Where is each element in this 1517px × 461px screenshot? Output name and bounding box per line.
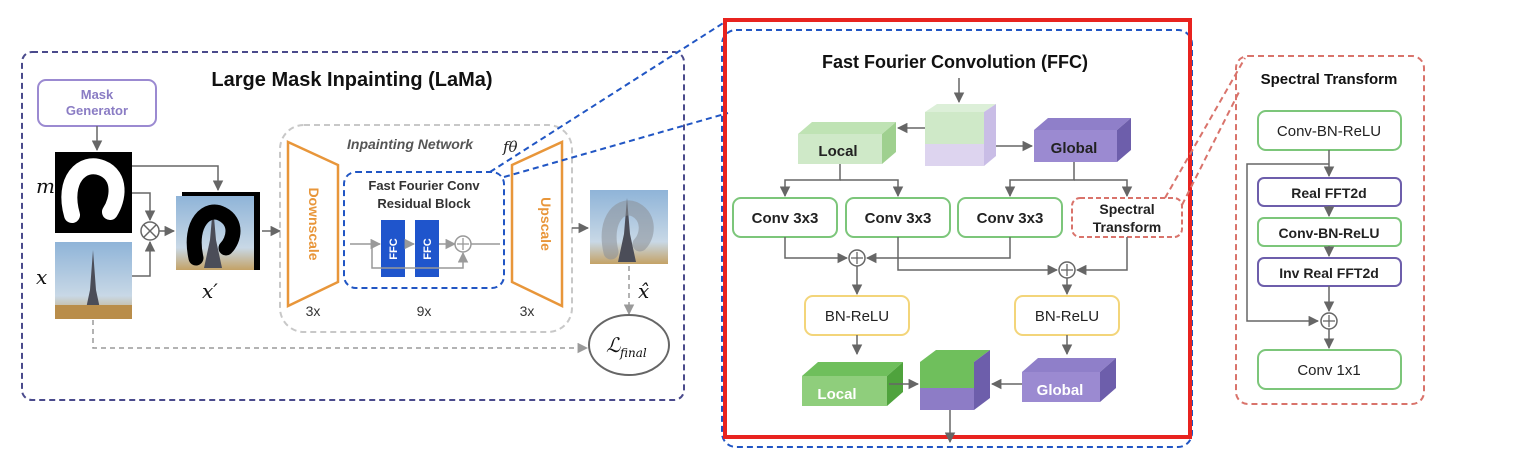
output-image	[590, 190, 668, 264]
upscale-block: Upscale	[510, 140, 564, 308]
mask-generator-label-1: Mask	[81, 87, 114, 102]
local-fanout-right	[840, 179, 904, 198]
spectral-inv-real-fft2d: Inv Real FFT2d	[1257, 257, 1402, 287]
local-fanout-left	[779, 164, 841, 198]
spectral-real-fft2d: Real FFT2d	[1257, 177, 1402, 207]
conv3-label: Conv 3x3	[977, 210, 1044, 227]
bn-relu-left-label: BN-ReLU	[825, 308, 889, 325]
count-downscale: 3x	[306, 303, 321, 319]
count-upscale: 3x	[520, 303, 535, 319]
ffc-block-label-1: Fast Fourier Conv	[368, 178, 480, 193]
arrow-mask-to-multiply	[132, 192, 156, 222]
multiply-node	[140, 221, 160, 241]
conv3-to-sum-local	[865, 237, 1011, 264]
ffc-panel-blue-border	[721, 29, 1193, 448]
conv-3x3-global-local: Conv 3x3	[957, 197, 1063, 238]
zoom-line-lower	[503, 112, 729, 178]
loss-symbol: ℒ	[606, 333, 621, 357]
arrow-x-to-multiply	[132, 240, 156, 277]
spectral-to-sum-global	[1075, 237, 1128, 276]
masked-image-xprime	[176, 192, 260, 270]
downscale-block: Downscale	[286, 140, 340, 308]
local-output-label: Local	[817, 386, 856, 403]
local-input-label: Local	[818, 143, 857, 160]
zoom-line-upper	[489, 19, 729, 173]
inpainting-network-label: Inpainting Network	[347, 136, 474, 152]
spectral-conv-bn-relu-2: Conv-BN-ReLU	[1257, 217, 1402, 247]
ffc-title: Fast Fourier Convolution (FFC)	[822, 52, 1088, 72]
global-fanout-right	[1074, 179, 1133, 198]
local-input-tensor: Local	[798, 122, 896, 164]
input-image-x	[55, 242, 132, 319]
global-input-label: Global	[1051, 140, 1098, 157]
ffc-unit-1-label: FFC	[388, 238, 400, 259]
var-xhat: x̂	[638, 279, 649, 303]
spectral-cbr1-label: Conv-BN-ReLU	[1277, 123, 1381, 140]
spectral-panel-border	[1235, 55, 1425, 405]
global-output-label: Global	[1037, 382, 1084, 399]
spectral-conv1x1-label: Conv 1x1	[1297, 362, 1360, 379]
spectral-title: Spectral Transform	[1261, 71, 1398, 88]
ffc-sum-node-local	[848, 249, 866, 267]
ffc-block-label-2: Residual Block	[377, 196, 471, 211]
upscale-label: Upscale	[538, 197, 554, 251]
loss-final-node: ℒ final	[588, 314, 670, 376]
conv1-to-sum-local	[784, 237, 849, 264]
lama-title: Large Mask Inpainting (LaMa)	[211, 69, 492, 91]
var-x: x	[36, 265, 47, 289]
mask-generator-box: Mask Generator	[37, 79, 157, 127]
spectral-fft-label: Real FFT2d	[1291, 185, 1366, 201]
conv1-label: Conv 3x3	[752, 210, 819, 227]
ffc-panel-highlight-box	[723, 18, 1192, 439]
ffc-residual-block-border	[343, 171, 505, 289]
global-output-tensor: Global	[1022, 358, 1116, 402]
local-output-tensor: Local	[802, 362, 903, 406]
conv-3x3-local-local: Conv 3x3	[732, 197, 838, 238]
spectral-sum-node	[1320, 312, 1338, 330]
conv2-label: Conv 3x3	[865, 210, 932, 227]
bn-relu-local: BN-ReLU	[804, 295, 910, 336]
bn-relu-right-label: BN-ReLU	[1035, 308, 1099, 325]
ffc-input-tensor	[925, 104, 996, 166]
spectral-cbr2-label: Conv-BN-ReLU	[1278, 225, 1379, 241]
spectral-node-label-2: Transform	[1093, 219, 1161, 235]
f-theta-label: fθ	[502, 138, 518, 156]
spectral-zoom-line-lower	[1181, 89, 1241, 206]
spectral-skip-line	[1246, 163, 1329, 327]
ffc-block-sum-node	[454, 235, 472, 253]
ffc-sum-node-global	[1058, 261, 1076, 279]
global-fanout-left	[1004, 162, 1075, 198]
spectral-conv-bn-relu-1: Conv-BN-ReLU	[1257, 110, 1402, 151]
ffc-skip-line	[371, 244, 469, 269]
spectral-ifft-label: Inv Real FFT2d	[1279, 265, 1379, 281]
mask-image	[55, 152, 132, 233]
spectral-zoom-line-upper	[1164, 57, 1246, 199]
spectral-node-label-1: Spectral	[1099, 201, 1154, 217]
var-m: m	[36, 174, 55, 198]
ffc-unit-2-label: FFC	[422, 238, 434, 259]
loss-subscript: final	[619, 346, 647, 360]
bn-relu-global: BN-ReLU	[1014, 295, 1120, 336]
global-input-tensor: Global	[1034, 118, 1131, 162]
mask-generator-label-2: Generator	[66, 103, 128, 118]
conv2-to-sum-global	[897, 237, 1059, 276]
arrow-mask-to-xprime	[132, 165, 224, 192]
ffc-output-tensor	[920, 350, 990, 410]
arrow-x-to-loss	[92, 320, 589, 354]
lama-panel-border	[21, 51, 685, 401]
conv-3x3-local-global: Conv 3x3	[845, 197, 951, 238]
spectral-transform-node: Spectral Transform	[1071, 197, 1183, 238]
var-xprime: x′	[202, 279, 218, 303]
count-ffc: 9x	[417, 303, 432, 319]
downscale-label: Downscale	[306, 187, 322, 260]
spectral-conv-1x1: Conv 1x1	[1257, 349, 1402, 390]
